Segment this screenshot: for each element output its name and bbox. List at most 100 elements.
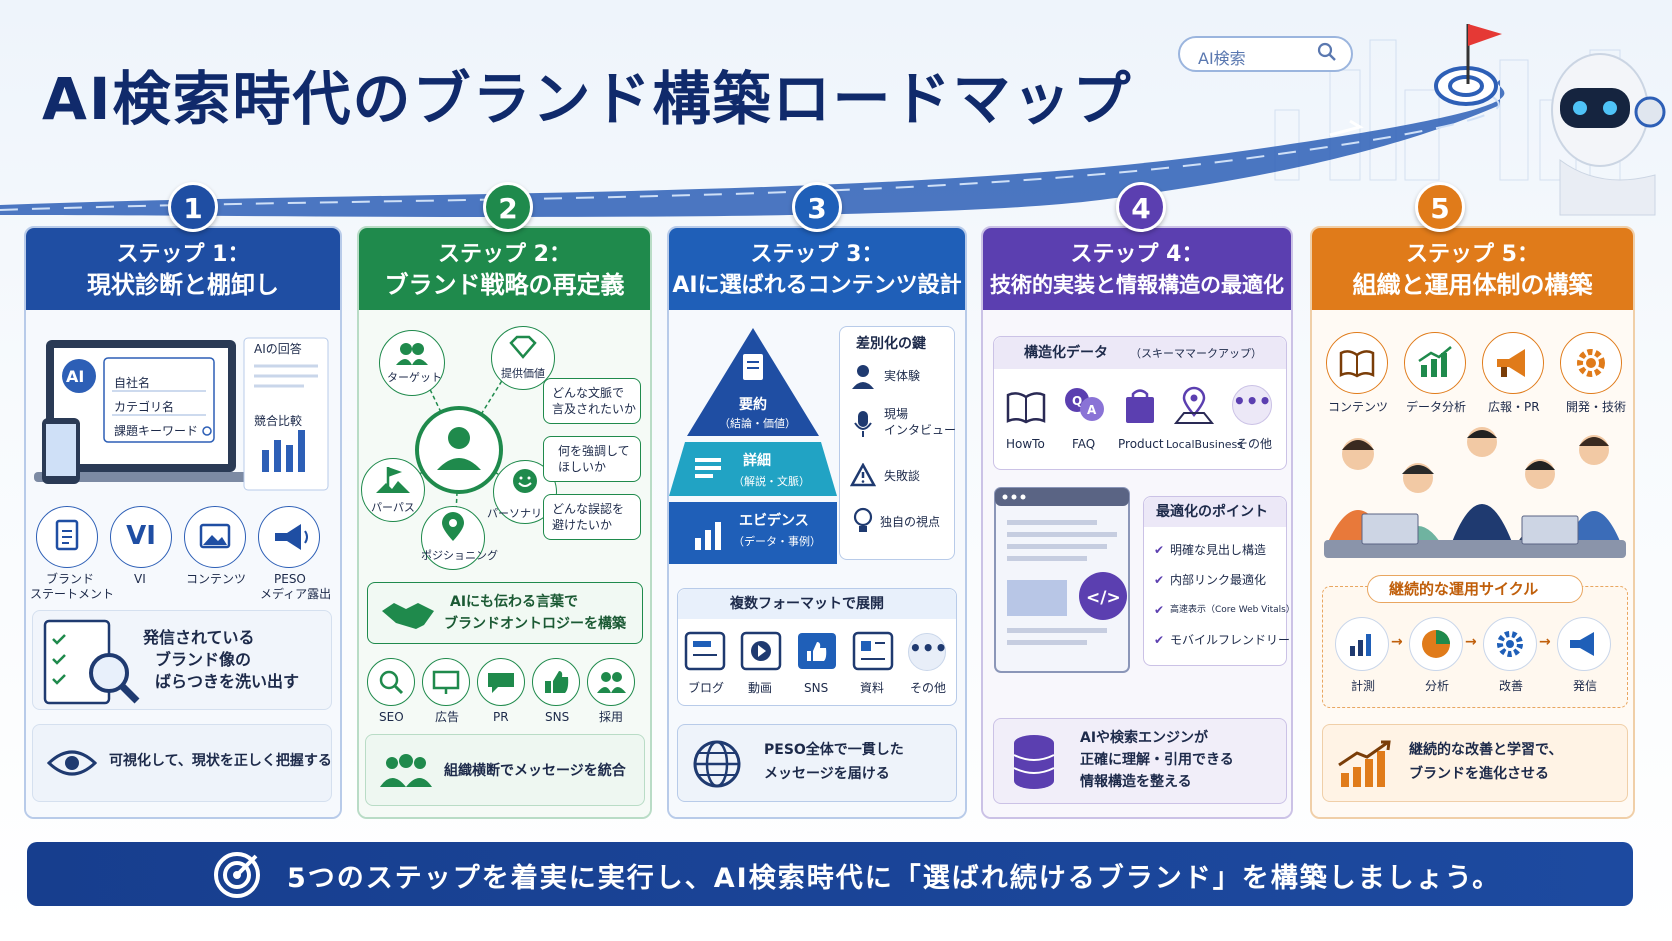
ai-search-box[interactable]: AI検索 bbox=[1178, 36, 1353, 72]
step-3-footer: PESO全体で一貫した メッセージを届ける bbox=[677, 724, 957, 802]
laptop-search-illustration bbox=[34, 337, 329, 491]
step-4-footer: AIや検索エンジンが 正確に理解・引用できる 情報構造を整える bbox=[993, 718, 1287, 804]
document-icon bbox=[852, 631, 894, 671]
opt-check-4: ✔ bbox=[1154, 633, 1165, 647]
content-image-icon bbox=[184, 506, 246, 568]
team-dev: 開発・技術 bbox=[1566, 400, 1627, 414]
robot-icon bbox=[1551, 53, 1666, 216]
cycle-arrow-3: → bbox=[1539, 634, 1551, 650]
channel-sns: SNS bbox=[545, 710, 570, 724]
growth-chart-icon bbox=[1338, 740, 1391, 787]
formats-box: 複数フォーマットで展開 ••• ブログ 動画 SNS 資料 その他 bbox=[677, 588, 957, 706]
schema-faq: FAQ bbox=[1072, 437, 1096, 451]
key-perspective: 独自の視点 bbox=[880, 515, 941, 529]
step-3-footer-text-2: メッセージを届ける bbox=[764, 766, 890, 782]
megaphone-icon bbox=[258, 506, 320, 568]
channel-seo-icon bbox=[367, 658, 415, 706]
team-analytics: データ分析 bbox=[1406, 400, 1467, 414]
brand-statement-icon bbox=[36, 506, 98, 568]
step-5-footer: 継続的な改善と学習で、 ブランドを進化させる bbox=[1322, 724, 1628, 802]
ontology-text-1: AIにも伝わる言葉で bbox=[450, 594, 579, 610]
channel-ad: 広告 bbox=[435, 710, 460, 724]
team-content: コンテンツ bbox=[1328, 400, 1389, 414]
channel-sns-icon bbox=[532, 658, 580, 706]
checklist-magnifier-icon bbox=[43, 619, 140, 705]
opt-point-mobile: モバイルフレンドリー bbox=[1170, 633, 1291, 647]
opt-check-1: ✔ bbox=[1154, 543, 1165, 557]
schema-howto: HowTo bbox=[1006, 437, 1045, 451]
experience-person-icon bbox=[852, 365, 874, 389]
schema-other: その他 bbox=[1236, 437, 1273, 451]
step-1-header: ステップ 1： 現状診断と棚卸し bbox=[26, 228, 340, 310]
step-2-footer-text: 組織横断でメッセージを統合 bbox=[444, 763, 626, 779]
channel-ad-icon bbox=[422, 658, 470, 706]
target-node-icon bbox=[379, 330, 445, 396]
blog-icon bbox=[684, 631, 726, 671]
icon-label-media: メディア露出 bbox=[260, 587, 332, 601]
page-title: AI検索時代のブランド構築ロードマップ bbox=[42, 65, 1133, 133]
team-dev-gear-icon bbox=[1560, 332, 1622, 394]
vi-icon: VI bbox=[110, 506, 172, 568]
operation-cycle-box: 継続的な運用サイクル → → → 計測 分析 改善 発信 bbox=[1322, 575, 1628, 708]
variance-text-2: ブランド像の bbox=[155, 650, 252, 669]
variance-text-1: 発信されている bbox=[143, 628, 255, 647]
target-arrow-icon bbox=[214, 852, 260, 898]
icon-label-content: コンテンツ bbox=[186, 572, 247, 586]
faq-bubble-icon: QA bbox=[1065, 388, 1104, 421]
key-interview: インタビュー bbox=[884, 423, 957, 437]
step-1-footer-text: 可視化して、現状を正しく把握する bbox=[109, 753, 332, 769]
purpose-flag-icon bbox=[361, 458, 425, 522]
format-sns: SNS bbox=[804, 681, 829, 695]
question-context-1: どんな文脈で bbox=[552, 386, 625, 400]
step-3-footer-text-1: PESO全体で一貫した bbox=[764, 742, 904, 758]
ai-answer-label: AIの回答 bbox=[254, 342, 302, 356]
step-4-footer-text-1: AIや検索エンジンが bbox=[1080, 730, 1209, 746]
format-material: 資料 bbox=[860, 681, 885, 695]
formats-title: 複数フォーマットで展開 bbox=[730, 596, 884, 612]
cycle-publish-megaphone-icon bbox=[1557, 617, 1611, 671]
step-5-footer-text-2: ブランドを進化させる bbox=[1409, 766, 1549, 782]
cycle-arrow-2: → bbox=[1465, 634, 1477, 650]
opt-check-2: ✔ bbox=[1154, 573, 1165, 587]
icon-label-peso: PESO bbox=[274, 572, 306, 586]
goal-target-flag-icon bbox=[1434, 24, 1502, 106]
step-5-header: ステップ 5： 組織と運用体制の構築 bbox=[1312, 228, 1633, 310]
svg-text:Q: Q bbox=[1072, 394, 1082, 408]
step-3-title: AIに選ばれるコンテンツ設計 bbox=[672, 273, 962, 298]
cycle-measure-icon bbox=[1335, 617, 1389, 671]
value-diamond-icon bbox=[491, 326, 555, 390]
pyramid-evidence: エビデンス bbox=[739, 513, 809, 529]
step-4-number: 4 bbox=[1116, 182, 1166, 232]
schema-subtitle: （スキーママークアップ） bbox=[1130, 347, 1262, 360]
step-5-column: ステップ 5： 組織と運用体制の構築 コンテンツ データ分析 広報・PR 開発・… bbox=[1310, 226, 1635, 819]
pyramid-summary-sub: （結論・価値） bbox=[719, 417, 796, 430]
video-play-icon bbox=[740, 631, 782, 671]
pyramid-evidence-sub: （データ・事例） bbox=[733, 535, 821, 548]
team-pr-megaphone-icon bbox=[1482, 332, 1544, 394]
vi-symbol: VI bbox=[126, 521, 156, 551]
step-1-title: 現状診断と棚卸し bbox=[87, 271, 279, 299]
question-emphasis-1: 何を強調して bbox=[558, 444, 630, 458]
opt-point-headings: 明確な見出し構造 bbox=[1170, 543, 1267, 557]
cycle-improve: 改善 bbox=[1499, 679, 1524, 693]
ai-badge: AI bbox=[66, 367, 85, 386]
key-failure: 失敗談 bbox=[884, 469, 921, 483]
webpage-code-illustration: </> bbox=[994, 487, 1130, 673]
step-3-header: ステップ 3： AIに選ばれるコンテンツ設計 bbox=[669, 228, 965, 310]
step-5-footer-text-1: 継続的な改善と学習で、 bbox=[1409, 742, 1563, 758]
channel-recruit: 採用 bbox=[599, 710, 624, 724]
question-context: どんな文脈で 言及されたいか bbox=[543, 378, 641, 424]
product-bag-icon bbox=[1126, 389, 1154, 423]
step-1-column: ステップ 1： 現状診断と棚卸し AI AIの回答 競合比較 自社名 カテゴリ名… bbox=[24, 226, 342, 819]
cycle-analyze: 分析 bbox=[1425, 679, 1450, 693]
microphone-icon bbox=[854, 411, 872, 437]
svg-text:</>: </> bbox=[1086, 588, 1121, 608]
field-category-name: カテゴリ名 bbox=[114, 400, 175, 414]
step-4-header: ステップ 4： 技術的実装と情報構造の最適化 bbox=[983, 228, 1291, 310]
step-2-number: 2 bbox=[483, 182, 533, 232]
step-2-title: ブランド戦略の再定義 bbox=[384, 271, 625, 299]
question-emphasis: 何を強調して ほしいか bbox=[543, 436, 641, 482]
schema-product: Product bbox=[1118, 437, 1164, 451]
schema-more-icon: ••• bbox=[1232, 385, 1272, 425]
